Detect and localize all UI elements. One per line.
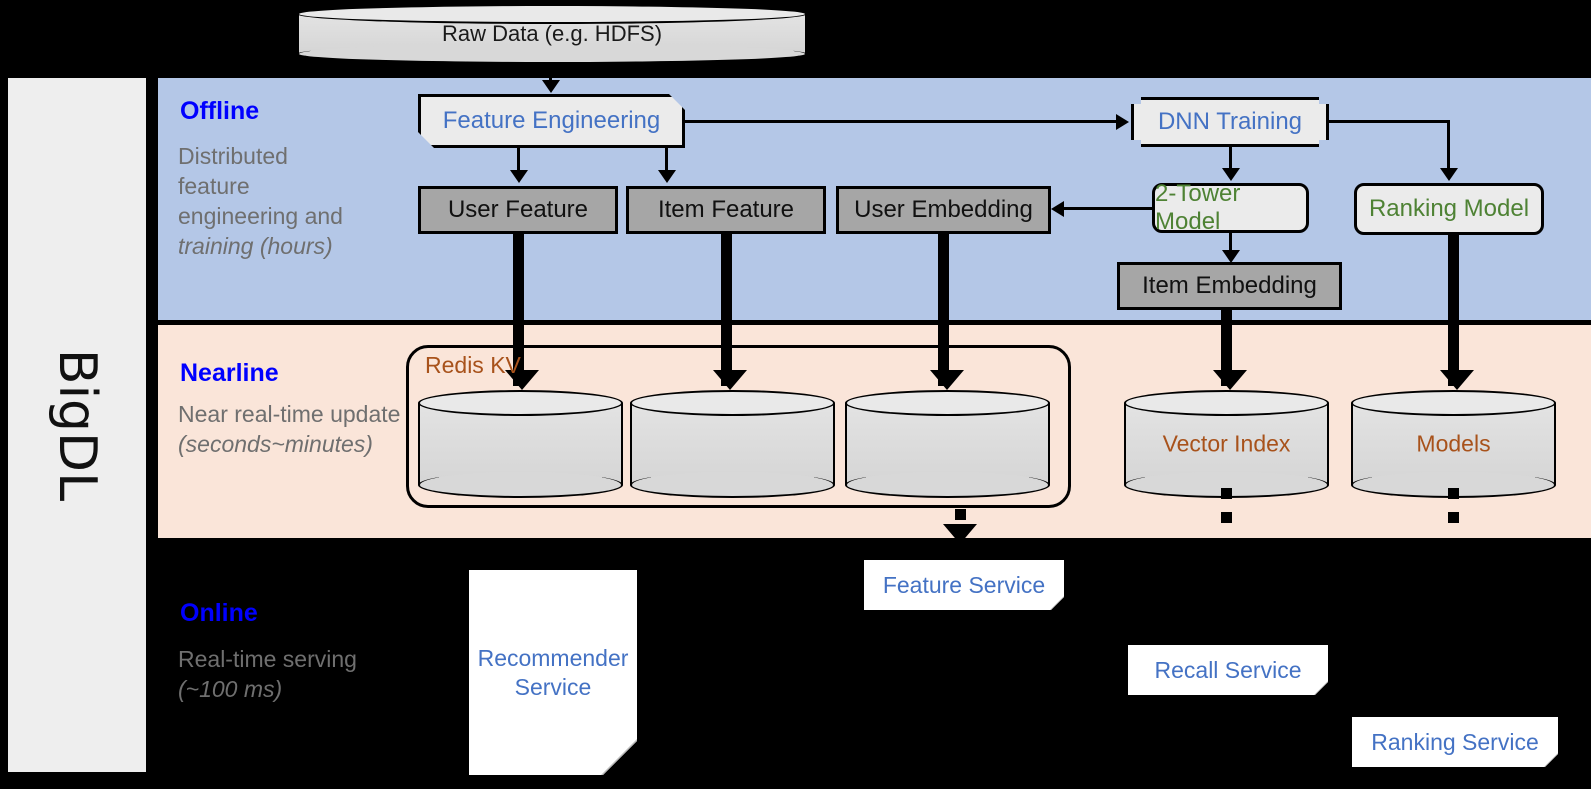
arrowhead-itemembedding-vectorindex [1213, 370, 1247, 390]
pipe-rankingmodel-models [1448, 235, 1459, 386]
arrowhead-twotower-itemembedding [1222, 250, 1240, 263]
connector-dnn-ranking-h [1329, 120, 1450, 123]
offline-title: Offline [180, 97, 260, 125]
two-tower-model-node[interactable]: 2-Tower Model [1152, 180, 1309, 235]
arrowhead-userembedding-kv [930, 370, 964, 390]
user-feature-label: User Feature [447, 196, 589, 223]
pipe-vectorindex-recall-seg2 [1221, 512, 1232, 523]
kv-store-cylinder-2[interactable] [630, 390, 835, 498]
online-desc-plain: Real-time serving [178, 646, 357, 672]
cylinder-top [845, 390, 1050, 416]
connector-rawdata-fe [549, 64, 552, 86]
cylinder-bottom [297, 44, 807, 64]
user-feature-node[interactable]: User Feature [418, 186, 618, 234]
ranking-service-label: Ranking Service [1371, 728, 1539, 755]
feature-engineering-label: Feature Engineering [442, 107, 661, 134]
arrowhead-rankingmodel-models [1440, 370, 1474, 390]
connector-twotower-itemembedding [1229, 233, 1232, 255]
recommender-service-node[interactable]: Recommender Service [469, 570, 637, 775]
pipe-userfeature-kv [513, 234, 524, 386]
arrowhead-fe-userfeature [510, 170, 528, 183]
cylinder-top [630, 390, 835, 416]
ranking-model-node[interactable]: Ranking Model [1354, 183, 1544, 235]
kv-store-cylinder-3[interactable] [845, 390, 1050, 498]
item-embedding-node[interactable]: Item Embedding [1117, 262, 1342, 310]
arrowhead-itemfeature-kv [713, 370, 747, 390]
cylinder-top [297, 4, 807, 24]
feature-engineering-node[interactable]: Feature Engineering [418, 94, 685, 148]
user-embedding-node[interactable]: User Embedding [836, 186, 1051, 234]
ranking-service-node[interactable]: Ranking Service [1352, 717, 1558, 767]
bigdl-label: BigDL [47, 348, 108, 502]
dnn-training-label: DNN Training [1157, 108, 1303, 135]
bigdl-sidebar: BigDL [8, 78, 146, 772]
connector-fe-itemfeature [665, 148, 668, 174]
arrowhead-dnn-ranking [1440, 168, 1458, 181]
vector-index-label: Vector Index [1162, 430, 1291, 457]
raw-data-label: Raw Data (e.g. HDFS) [441, 21, 663, 46]
ranking-model-label: Ranking Model [1368, 195, 1530, 222]
cylinder-top [1124, 390, 1329, 416]
two-tower-model-label: 2-Tower Model [1155, 180, 1241, 235]
cylinder-top [418, 390, 623, 416]
connector-fe-dnn [685, 120, 1117, 123]
models-label: Models [1416, 430, 1491, 457]
item-feature-node[interactable]: Item Feature [626, 186, 826, 234]
offline-desc-italic: training (hours) [178, 233, 333, 259]
nearline-description: Near real-time update (seconds~minutes) [178, 399, 413, 459]
pipe-models-ranking-seg2 [1448, 512, 1459, 523]
online-description: Real-time serving (~100 ms) [178, 644, 368, 704]
kv-store-cylinder-1[interactable] [418, 390, 623, 498]
feature-service-label: Feature Service [882, 571, 1046, 598]
item-feature-label: Item Feature [657, 196, 795, 223]
arrowhead-twotower-userembedding [1051, 201, 1064, 217]
dnn-training-node[interactable]: DNN Training [1131, 97, 1329, 147]
offline-desc-plain: Distributed feature engineering and [178, 143, 343, 229]
nearline-desc-plain: Near real-time update [178, 401, 401, 427]
pipe-models-ranking-seg1 [1448, 488, 1459, 499]
arrowhead-dnn-twotower [1222, 168, 1240, 181]
arrowhead-userfeature-kv [505, 370, 539, 390]
vector-index-cylinder[interactable]: Vector Index [1124, 390, 1329, 498]
online-title: Online [180, 599, 258, 627]
pipe-redis-featureservice-seg1 [955, 509, 966, 520]
redis-kv-container [406, 345, 1071, 508]
nearline-title: Nearline [180, 359, 279, 387]
cylinder-bottom [630, 472, 835, 498]
arrowhead-fe-itemfeature [658, 170, 676, 183]
arrowhead-redis-featureservice [943, 524, 977, 544]
cylinder-bottom [845, 472, 1050, 498]
offline-description: Distributed feature engineering and trai… [178, 141, 348, 261]
pipe-itemembedding-vectorindex [1221, 310, 1232, 386]
user-embedding-label: User Embedding [854, 196, 1033, 223]
feature-service-node[interactable]: Feature Service [864, 560, 1064, 610]
redis-kv-label: Redis KV [425, 352, 521, 378]
recall-service-label: Recall Service [1154, 656, 1302, 683]
models-cylinder[interactable]: Models [1351, 390, 1556, 498]
connector-dnn-twotower [1229, 147, 1232, 173]
online-desc-italic: (~100 ms) [178, 676, 283, 702]
cylinder-bottom [418, 472, 623, 498]
arrowhead-fe-dnn [1116, 114, 1129, 130]
pipe-vectorindex-recall-seg1 [1221, 488, 1232, 499]
nearline-desc-italic: (seconds~minutes) [178, 431, 373, 457]
pipe-itemfeature-kv [721, 234, 732, 386]
arrowhead-rawdata-fe [542, 80, 560, 93]
cylinder-top [1351, 390, 1556, 416]
connector-fe-userfeature [517, 148, 520, 174]
connector-twotower-userembedding [1064, 207, 1154, 210]
recommender-service-label: Recommender Service [477, 644, 629, 700]
connector-dnn-ranking-v [1447, 120, 1450, 172]
pipe-userembedding-kv [938, 234, 949, 386]
recall-service-node[interactable]: Recall Service [1128, 645, 1328, 695]
item-embedding-label: Item Embedding [1142, 272, 1317, 299]
raw-data-cylinder: Raw Data (e.g. HDFS) [297, 4, 807, 64]
